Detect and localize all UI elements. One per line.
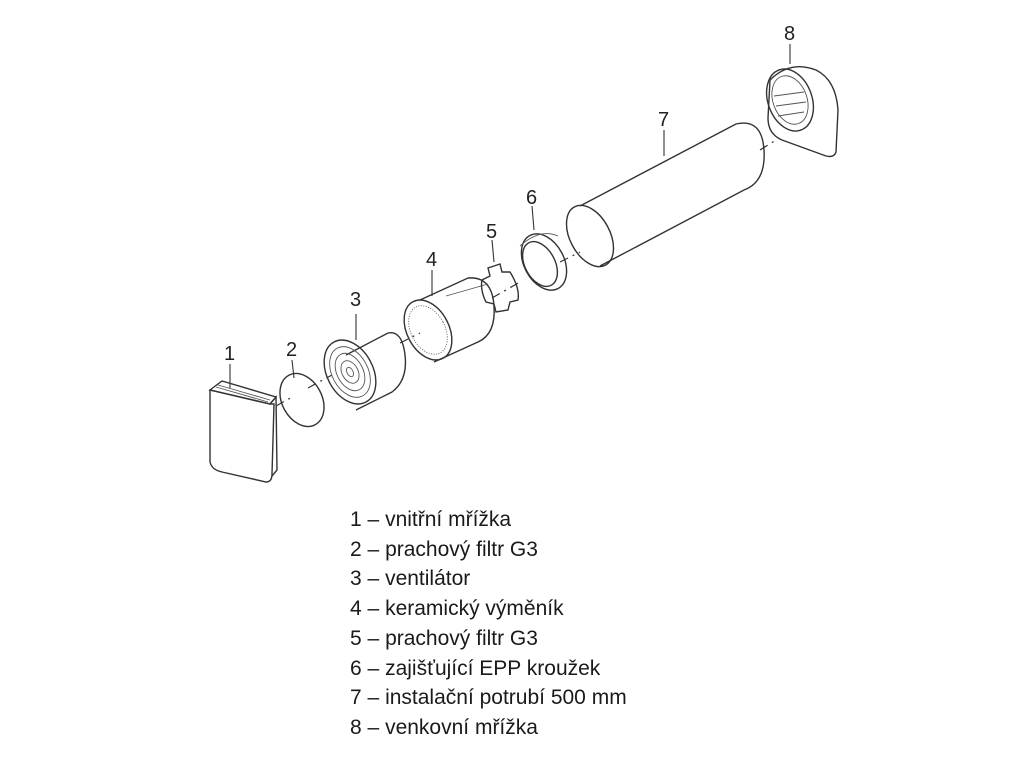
- callout-2: 2: [286, 339, 297, 361]
- legend-separator: –: [367, 597, 380, 621]
- callout-6: 6: [526, 187, 537, 209]
- legend-label: prachový filtr G3: [385, 537, 538, 561]
- legend-item: 5 – prachový filtr G3: [350, 624, 627, 654]
- legend-label: vnitřní mřížka: [385, 508, 512, 531]
- legend-item: 8 – venkovní mřížka: [350, 713, 627, 743]
- callout-1: 1: [224, 343, 235, 365]
- legend-separator: –: [367, 686, 380, 710]
- legend-number: 7: [350, 686, 362, 710]
- legend-item: 1 – vnitřní mřížka: [350, 505, 627, 535]
- legend-label: ventilátor: [385, 567, 471, 591]
- legend-number: 2: [350, 537, 362, 561]
- legend-separator: –: [367, 567, 380, 591]
- part-7-installation-duct: [565, 122, 765, 268]
- legend-label: keramický výměník: [385, 597, 564, 621]
- part-6-epp-ring: [519, 205, 568, 291]
- legend-label: instalační potrubí 500 mm: [385, 686, 627, 710]
- legend-label: prachový filtr G3: [385, 626, 538, 650]
- callout-4: 4: [426, 249, 437, 271]
- part-3-fan: [323, 314, 407, 411]
- legend-label: venkovní mřížka: [385, 715, 538, 739]
- legend-number: 4: [350, 597, 362, 621]
- callout-5: 5: [486, 221, 497, 243]
- center-axis: [275, 139, 777, 407]
- legend-number: 1: [350, 508, 362, 531]
- callout-7: 7: [658, 109, 669, 131]
- legend-label: zajišťující EPP kroužek: [385, 656, 601, 680]
- legend-separator: –: [367, 626, 380, 650]
- legend-number: 5: [350, 626, 362, 650]
- legend-separator: –: [367, 537, 380, 561]
- legend-separator: –: [367, 715, 380, 739]
- part-8-outer-grille: [765, 44, 839, 158]
- legend-number: 3: [350, 567, 362, 591]
- legend-item: 3 – ventilátor: [350, 564, 627, 594]
- legend-item: 7 – instalační potrubí 500 mm: [350, 683, 627, 713]
- callout-8: 8: [784, 23, 795, 45]
- part-2-dust-filter: [279, 359, 325, 428]
- callout-3: 3: [350, 289, 361, 311]
- legend-item: 2 – prachový filtr G3: [350, 535, 627, 565]
- part-1-inner-grille: [208, 364, 278, 483]
- legend-separator: –: [367, 508, 380, 531]
- legend-number: 8: [350, 715, 362, 739]
- part-4-ceramic-exchanger: [403, 270, 495, 363]
- legend-separator: –: [367, 656, 380, 680]
- part-5-dust-filter: [480, 239, 520, 313]
- legend-item: 6 – zajišťující EPP kroužek: [350, 654, 627, 684]
- legend-number: 6: [350, 656, 362, 680]
- parts-legend: 1 – vnitřní mřížka 2 – prachový filtr G3…: [350, 505, 627, 743]
- legend-item: 4 – keramický výměník: [350, 594, 627, 624]
